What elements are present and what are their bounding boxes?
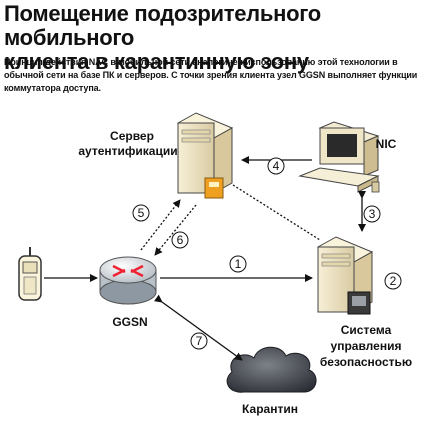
diagram-caption: Принцип действия NAC в мобильной сети ан… xyxy=(4,57,418,93)
security-label-line-3: безопасностью xyxy=(320,355,412,369)
step-3-label: 3 xyxy=(369,207,376,221)
step-7-label: 7 xyxy=(196,334,203,348)
step-6-label: 6 xyxy=(177,233,184,247)
step-6-marker xyxy=(171,231,189,249)
step-1-marker xyxy=(229,255,247,273)
title-line-1: Помещение подозрительного мобильного xyxy=(4,1,321,50)
step-2-marker xyxy=(384,272,402,290)
step-5-marker xyxy=(132,204,150,222)
ggsn-label: GGSN xyxy=(112,315,147,329)
ggsn-router-icon xyxy=(99,256,157,305)
quarantine-cloud-icon xyxy=(226,346,317,393)
step-7-marker xyxy=(190,332,208,350)
auth-to-security-link xyxy=(232,184,321,241)
security-label-line-2: управления xyxy=(331,339,402,353)
quarantine-label: Карантин xyxy=(242,402,298,416)
step-3-marker xyxy=(363,205,381,223)
arrow-step-5 xyxy=(140,199,181,251)
nic-label: NIC xyxy=(376,137,397,151)
step-markers xyxy=(132,157,402,350)
connector-lines xyxy=(44,156,366,361)
step-1-label: 1 xyxy=(235,257,242,271)
auth-server-icon xyxy=(176,112,234,199)
arrow-step-6 xyxy=(154,204,197,256)
step-4-marker xyxy=(267,157,285,175)
mobile-phone-icon xyxy=(18,247,42,301)
title-line-2: клиента в карантинную зону xyxy=(4,49,309,74)
diagram-title: Помещение подозрительного мобильного кли… xyxy=(4,2,424,74)
nic-computer-icon xyxy=(298,121,380,193)
security-label-line-1: Система xyxy=(341,323,392,337)
arrow-step-7 xyxy=(153,294,243,361)
step-2-label: 2 xyxy=(390,274,397,288)
auth-server-label-line-2: аутентификации xyxy=(78,144,177,158)
step-5-label: 5 xyxy=(138,206,145,220)
auth-server-label-line-1: Сервер xyxy=(110,129,154,143)
step-4-label: 4 xyxy=(273,159,280,173)
security-server-icon xyxy=(316,236,374,315)
